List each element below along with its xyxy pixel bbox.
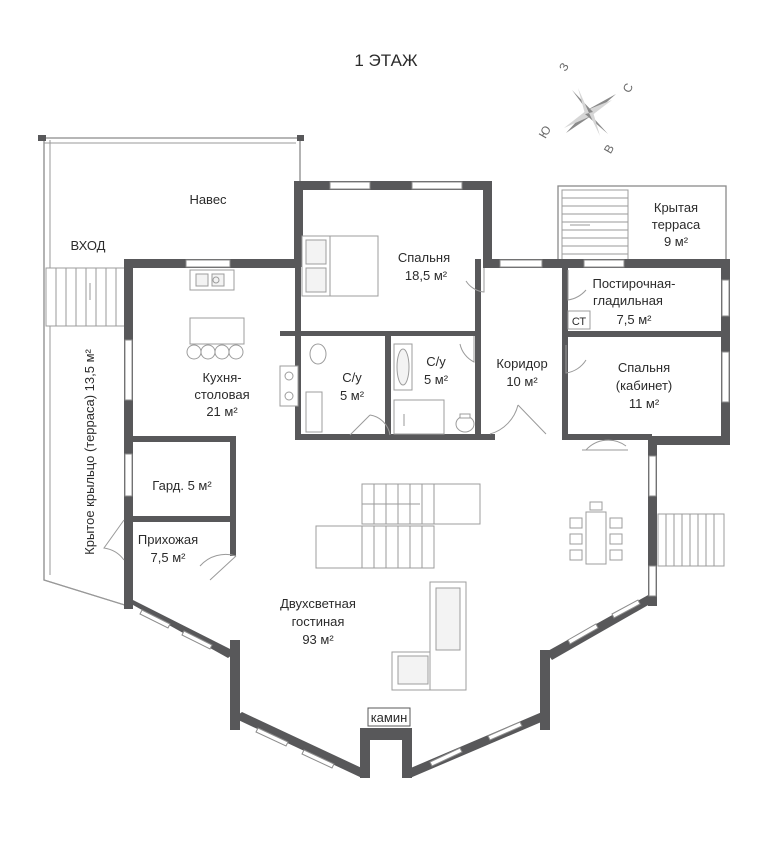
hall-area: 7,5 м²	[151, 550, 187, 565]
staircase	[315, 483, 481, 569]
terrace-line2: терраса	[652, 217, 701, 232]
side-steps	[657, 513, 725, 567]
entrance-steps	[45, 267, 127, 327]
plan-title: 1 ЭТАЖ	[354, 51, 418, 70]
kitchen-area: 21 м²	[206, 404, 238, 419]
corridor-area: 10 м²	[506, 374, 538, 389]
laundry-line1: Постирочная-	[592, 276, 675, 291]
compass-rose: С В Ю З	[536, 60, 636, 156]
laundry-ct: СТ	[572, 316, 587, 328]
dining-table	[569, 501, 623, 565]
fireplace-box	[367, 707, 411, 727]
bedroom1-area: 18,5 м²	[405, 268, 448, 283]
compass-north-label: С	[620, 80, 637, 95]
bedroom2-area: 11 м²	[629, 396, 660, 411]
wc1-name: С/у	[342, 370, 362, 385]
fireplace-label: камин	[371, 710, 408, 725]
living-area: 93 м²	[302, 632, 334, 647]
laundry-area: 7,5 м²	[617, 312, 653, 327]
kitchen-line2: столовая	[194, 387, 249, 402]
kitchen-counter	[189, 269, 235, 291]
terrace-steps	[557, 185, 727, 261]
bathroom2-fixtures	[393, 343, 475, 435]
kitchen-island	[186, 317, 245, 360]
sofa	[391, 581, 467, 691]
terrace-line1: Крытая	[654, 200, 698, 215]
compass-south-label: Ю	[536, 123, 554, 141]
terrace-area: 9 м²	[664, 234, 689, 249]
windows	[124, 181, 730, 769]
kitchen-line1: Кухня-	[202, 370, 241, 385]
bedroom2-name: Спальня	[618, 360, 670, 375]
canopy-outline	[38, 135, 304, 607]
canopy-label: Навес	[189, 192, 227, 207]
bedroom1-name: Спальня	[398, 250, 450, 265]
doors	[103, 268, 628, 581]
wc2-area: 5 м²	[424, 372, 449, 387]
entrance-label: ВХОД	[71, 238, 106, 253]
corridor-name: Коридор	[496, 356, 547, 371]
laundry-line2: гладильная	[593, 293, 663, 308]
porch-label: Крытое крыльцо (терраса) 13,5 м²	[82, 348, 97, 554]
wc1-area: 5 м²	[340, 388, 365, 403]
living-line2: гостиная	[292, 614, 345, 629]
hall-name: Прихожая	[138, 532, 198, 547]
wc2-name: С/у	[426, 354, 446, 369]
room-labels: Навес ВХОД Крытое крыльцо (терраса) 13,5…	[71, 192, 701, 725]
bedroom2-sub: (кабинет)	[616, 378, 673, 393]
compass-west-label: З	[556, 60, 572, 73]
bathroom1-fixtures	[279, 343, 327, 433]
laundry-fixture	[567, 310, 591, 330]
compass-east-label: В	[601, 142, 617, 156]
living-line1: Двухсветная	[280, 596, 356, 611]
wardrobe-label: Гард. 5 м²	[152, 478, 212, 493]
bed-main	[301, 235, 379, 297]
